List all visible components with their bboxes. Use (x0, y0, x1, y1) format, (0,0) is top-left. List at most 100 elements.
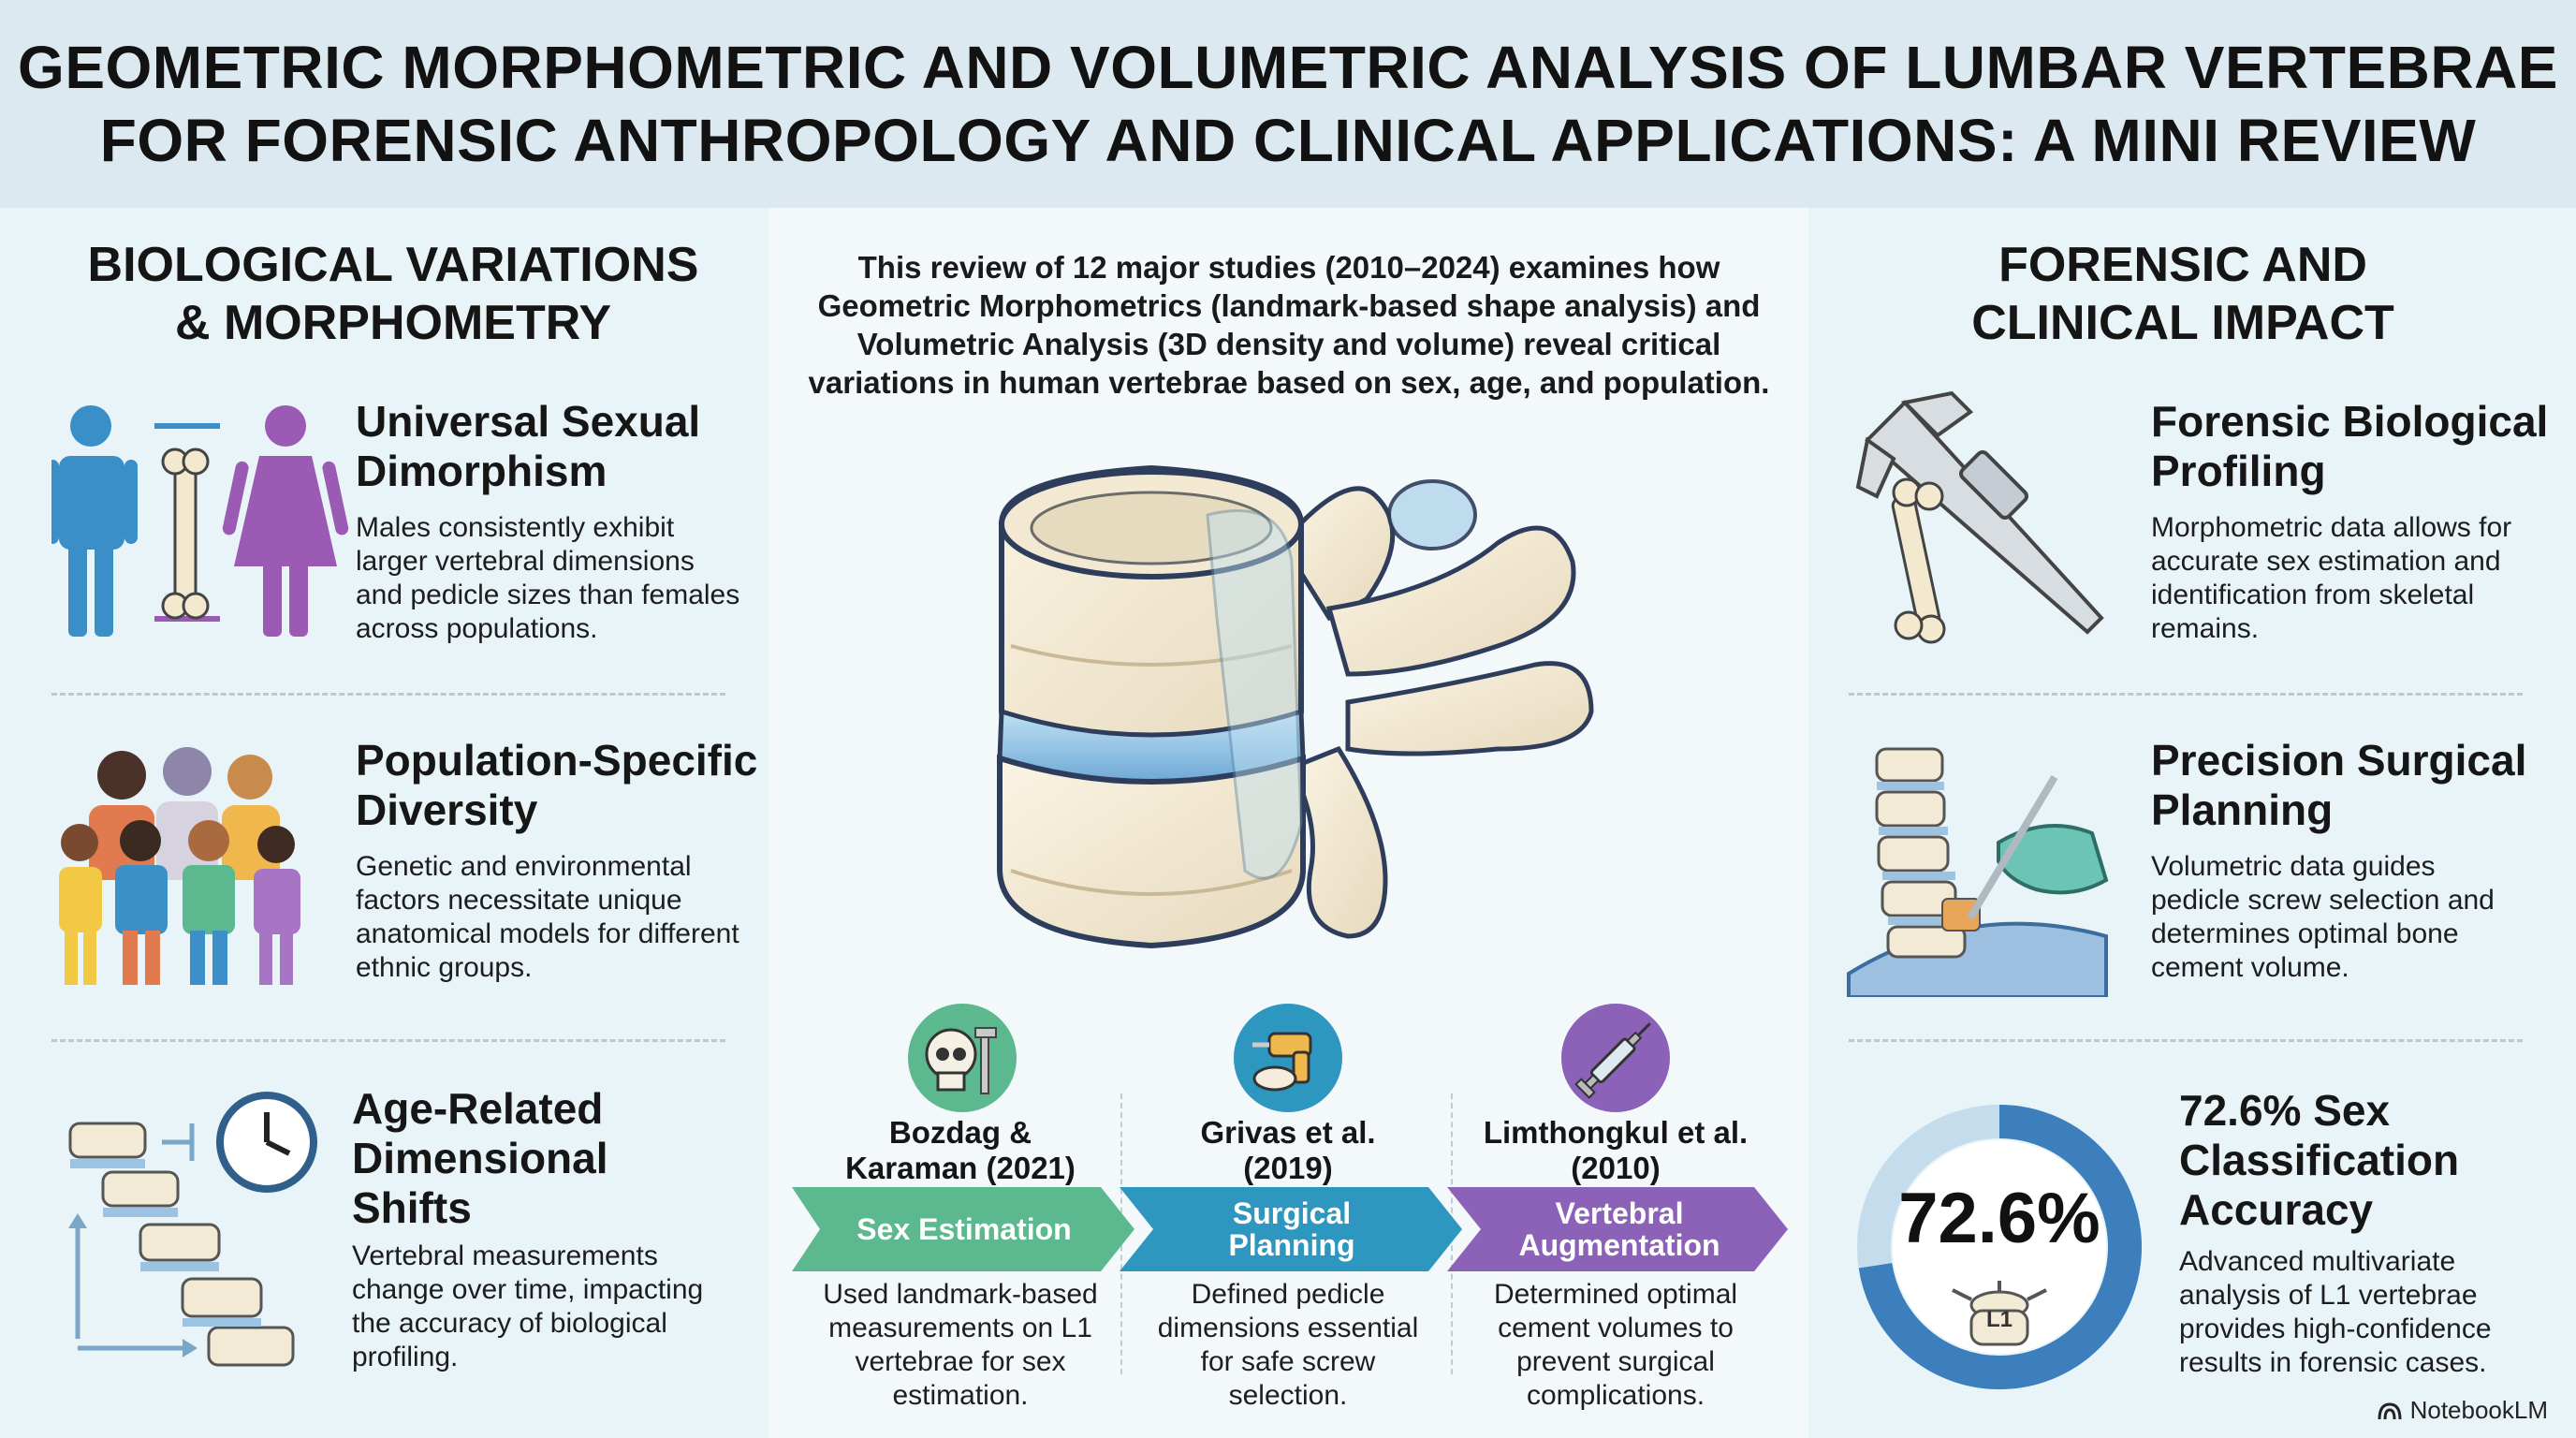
chevron-sex-estimation (792, 1187, 1134, 1271)
body-line: Volumetric data guides (2151, 851, 2436, 882)
desc-line: measurements on L1 (828, 1313, 1092, 1343)
title-line: Universal Sexual (356, 397, 701, 446)
title-line: Diversity (356, 785, 538, 834)
body-line: Morphometric data allows for (2151, 512, 2512, 543)
bone-icon (1891, 477, 1946, 644)
intro-paragraph: This review of 12 major studies (2010–20… (807, 248, 1771, 402)
right-divider-1 (1849, 693, 2523, 696)
caliper-bone-icon (1855, 390, 2104, 644)
body-line: Males consistently exhibit (356, 512, 675, 543)
title-banner: GEOMETRIC MORPHOMETRIC AND VOLUMETRIC AN… (0, 0, 2576, 208)
desc-line: estimation. (892, 1380, 1029, 1411)
item-body-population-diversity: Genetic and environmental factors necess… (356, 850, 768, 985)
intro-line: Volumetric Analysis (3D density and volu… (856, 327, 1721, 361)
body-line: pedicle screw selection and (2151, 885, 2495, 916)
item-body-sexual-dimorphism: Males consistently exhibit larger verteb… (356, 511, 758, 646)
name-line: (2010) (1571, 1151, 1661, 1185)
item-body-surgical-planning: Volumetric data guides pedicle screw sel… (2151, 850, 2554, 985)
chevron-label-surgical-planning: Surgical Planning (1151, 1187, 1432, 1271)
skull-caliper-icon (908, 1004, 1017, 1112)
male-female-bone-icon (51, 405, 349, 637)
title-line: Profiling (2151, 447, 2326, 495)
study-name-limthongkul: Limthongkul et al. (2010) (1466, 1115, 1765, 1186)
desc-line: complications. (1526, 1380, 1705, 1411)
title-line-1: GEOMETRIC MORPHOMETRIC AND VOLUMETRIC AN… (18, 34, 2558, 101)
accuracy-gauge (1857, 1105, 2142, 1389)
title-line: 72.6% Sex (2179, 1086, 2391, 1135)
title-line: Classification (2179, 1136, 2460, 1184)
label-line: Sex Estimation (856, 1212, 1072, 1246)
item-title-sexual-dimorphism: Universal Sexual Dimorphism (356, 397, 758, 496)
item-body-classification-accuracy: Advanced multivariate analysis of L1 ver… (2179, 1245, 2554, 1380)
aging-spine-clock-icon (68, 1092, 317, 1367)
desc-line: Determined optimal (1493, 1279, 1738, 1310)
body-line: remains. (2151, 613, 2260, 644)
right-heading-line-2: CLINICAL IMPACT (1971, 296, 2394, 350)
item-title-surgical-planning: Precision Surgical Planning (2151, 736, 2554, 835)
item-title-classification-accuracy: 72.6% Sex Classification Accuracy (2179, 1086, 2554, 1235)
name-line: Bozdag & (888, 1115, 1032, 1150)
title-line: Precision Surgical (2151, 736, 2527, 785)
study-name-grivas: Grivas et al. (2019) (1138, 1115, 1438, 1186)
body-line: Advanced multivariate (2179, 1246, 2456, 1277)
title-line: Planning (2151, 785, 2334, 834)
label-line: Surgical (1232, 1196, 1352, 1230)
intro-line: This review of 12 major studies (2010–20… (857, 250, 1720, 285)
left-heading-line-2: & MORPHOMETRY (174, 296, 612, 350)
name-line: Limthongkul et al. (1483, 1115, 1749, 1150)
body-line: Genetic and environmental (356, 851, 692, 882)
body-line: identification from skeletal (2151, 580, 2475, 610)
title-line: Dimensional (352, 1134, 608, 1182)
chevron-label-sex-estimation: Sex Estimation (824, 1187, 1105, 1271)
name-line: (2019) (1243, 1151, 1333, 1185)
left-heading-line-1: BIOLOGICAL VARIATIONS (87, 238, 699, 292)
title-line: Accuracy (2179, 1185, 2374, 1234)
brand-footer: NotebookLM (2377, 1396, 2548, 1425)
label-line: Augmentation (1518, 1228, 1720, 1262)
body-line: Vertebral measurements (352, 1240, 658, 1271)
brand-label: NotebookLM (2409, 1396, 2548, 1424)
chevron-vertebral-augmentation (1447, 1187, 1788, 1271)
title-line: Dimorphism (356, 447, 607, 495)
clock-icon (216, 1092, 317, 1193)
chevron-surgical-planning (1120, 1187, 1462, 1271)
body-line: ethnic groups. (356, 952, 533, 983)
gauge-value-label: 72.6% (1898, 1179, 2100, 1258)
desc-line: selection. (1228, 1380, 1348, 1411)
page-title: GEOMETRIC MORPHOMETRIC AND VOLUMETRIC AN… (18, 31, 2558, 177)
desc-line: prevent surgical (1516, 1346, 1715, 1377)
intro-line: variations in human vertebrae based on s… (808, 365, 1770, 400)
chevron-label-vertebral-augmentation: Vertebral Augmentation (1479, 1187, 1760, 1271)
item-title-population-diversity: Population-Specific Diversity (356, 736, 758, 835)
label-line: Vertebral (1555, 1196, 1684, 1230)
female-figure-icon (222, 405, 349, 637)
label-line: Planning (1228, 1228, 1355, 1262)
timeline-chevrons (792, 1187, 1788, 1271)
body-line: across populations. (356, 613, 598, 644)
spine-surgery-icon (1847, 747, 2109, 997)
gauge-badge-label: L1 (1985, 1307, 2012, 1332)
body-line: cement volume. (2151, 952, 2349, 983)
desc-line: dimensions essential (1157, 1313, 1419, 1343)
study-desc-bozdag: Used landmark-based measurements on L1 v… (811, 1278, 1110, 1413)
body-line: the accuracy of biological (352, 1308, 667, 1339)
desc-line: for safe screw (1200, 1346, 1376, 1377)
right-heading: FORENSIC AND CLINICAL IMPACT (1846, 236, 2520, 352)
body-line: analysis of L1 vertebrae (2179, 1280, 2478, 1311)
body-line: change over time, impacting (352, 1274, 704, 1305)
notebooklm-logo-icon (2378, 1401, 2402, 1419)
left-heading: BIOLOGICAL VARIATIONS & MORPHOMETRY (56, 236, 730, 352)
body-line: profiling. (352, 1342, 459, 1372)
vertebra-stack-icon (68, 1122, 295, 1367)
body-line: accurate sex estimation and (2151, 546, 2501, 577)
item-title-forensic-profiling: Forensic Biological Profiling (2151, 397, 2554, 496)
body-line: and pedicle sizes than females (356, 580, 740, 610)
right-heading-line-1: FORENSIC AND (1998, 238, 2367, 292)
title-line-2: FOR FORENSIC ANTHROPOLOGY AND CLINICAL A… (99, 107, 2477, 174)
male-figure-icon (51, 405, 138, 637)
body-line: factors necessitate unique (356, 885, 682, 916)
desc-line: Used landmark-based (823, 1279, 1098, 1310)
study-desc-limthongkul: Determined optimal cement volumes to pre… (1466, 1278, 1765, 1413)
l1-vertebra-icon (1952, 1281, 2047, 1346)
intro-line: Geometric Morphometrics (landmark-based … (817, 288, 1761, 323)
